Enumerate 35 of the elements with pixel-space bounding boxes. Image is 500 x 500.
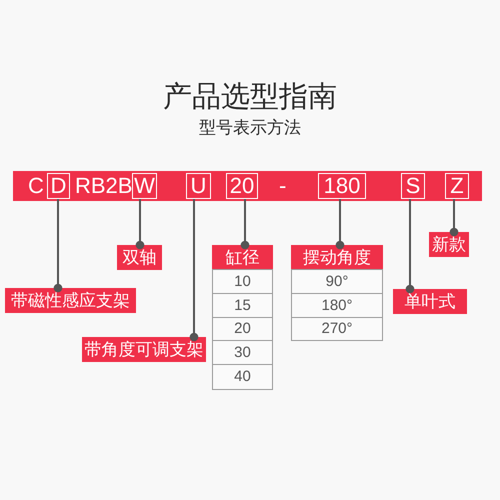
code-segment: 180 [318,173,366,199]
table-cell: 10 [212,269,273,294]
page-title: 产品选型指南 [163,80,337,114]
code-segment: W [132,173,157,199]
code-segment: U [186,173,211,199]
table-header: 摆动角度 [291,245,383,270]
option-tag: 双轴 [117,245,162,270]
model-code-bar [13,171,482,201]
table-cell: 15 [212,293,273,318]
subtitle: 型号表示方法 [199,117,301,139]
option-tag: 单叶式 [393,289,467,314]
leader-line [240,199,250,250]
table-cell: 40 [212,364,273,390]
leader-line [190,199,198,342]
code-segment: S [401,173,425,199]
table-cell: 270° [291,317,383,341]
leader-line [336,199,344,250]
table-header: 缸径 [212,245,273,270]
leader-line [54,199,62,292]
code-segment: D [47,173,70,199]
code-segment: 20 [226,173,258,199]
code-text: - [279,173,286,199]
code-text: C [28,173,44,199]
code-text: RB2B [75,173,132,199]
option-tag: 带角度可调支架 [82,337,206,362]
option-tag: 新款 [429,232,469,257]
leader-line [450,199,458,236]
code-segment: Z [445,173,469,199]
table-cell: 20 [212,317,273,341]
table-cell: 30 [212,340,273,365]
table-cell: 90° [291,269,383,294]
leader-line [136,199,144,250]
leader-line [406,199,414,294]
option-tag: 带磁性感应支架 [5,288,136,313]
table-cell: 180° [291,293,383,318]
